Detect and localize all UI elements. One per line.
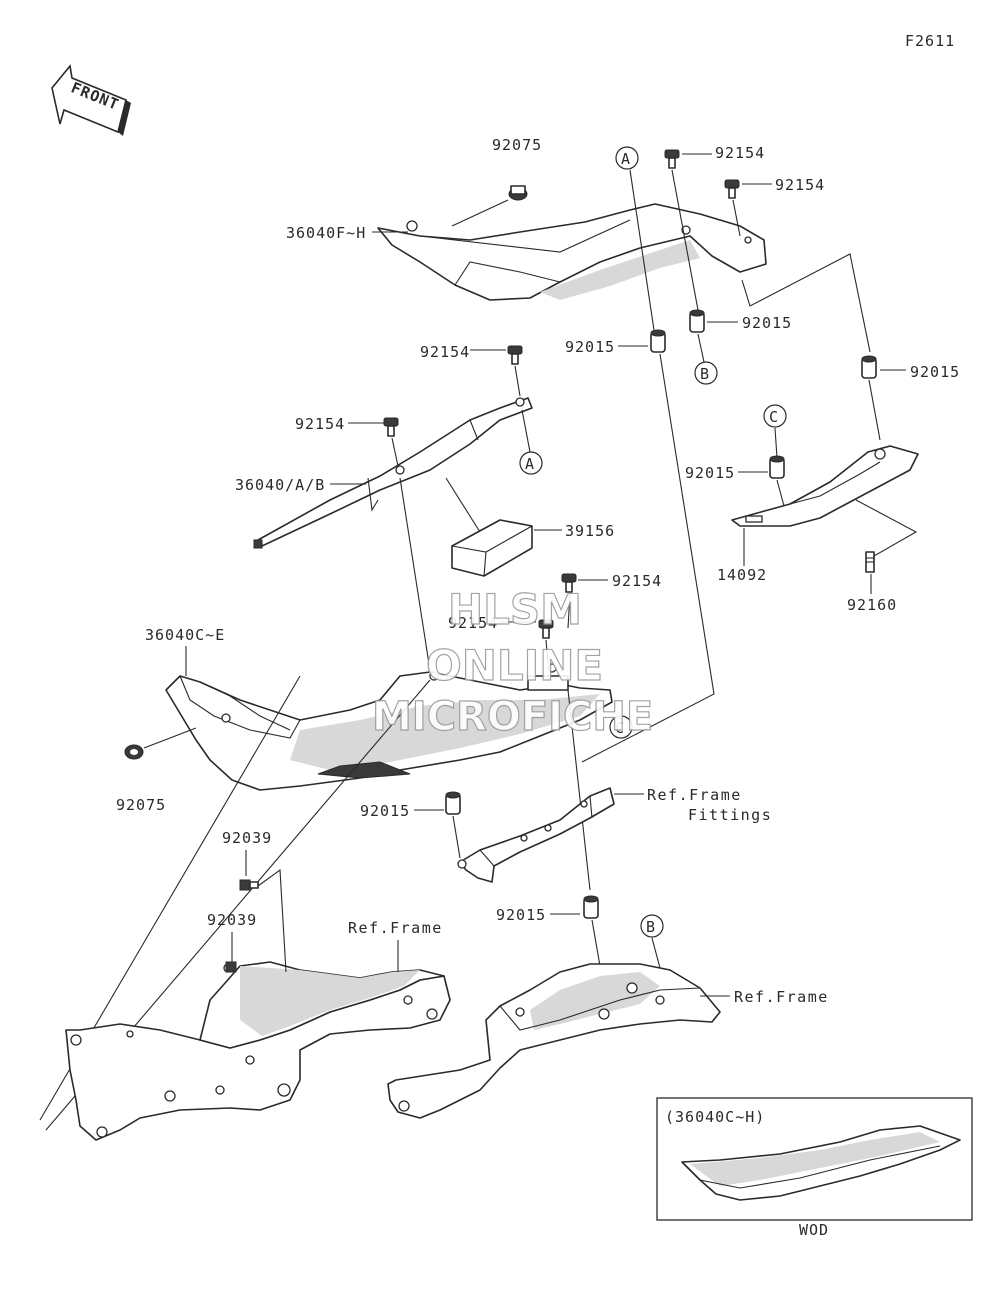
label-92015-b: 92015 xyxy=(742,314,792,332)
callout-c-right xyxy=(763,404,787,428)
front-arrow-icon: FRONT xyxy=(51,64,131,136)
side-cover-36040ce xyxy=(165,663,613,791)
watermark-line3: MICROFICHE xyxy=(372,694,653,740)
label-92075-top: 92075 xyxy=(492,136,542,154)
label-36040ab: 36040/A/B xyxy=(235,476,325,494)
label-92015-e: 92015 xyxy=(360,802,410,820)
label-14092: 14092 xyxy=(717,566,767,584)
bushing-92015-c xyxy=(861,355,877,379)
label-92154-c: 92154 xyxy=(420,343,470,361)
callout-b-lower-label: B xyxy=(646,918,656,936)
label-92015-d: 92015 xyxy=(685,464,735,482)
grommet-92075-top xyxy=(508,185,528,201)
bracket-36040ab xyxy=(253,397,533,549)
ref-frame-right: Ref.Frame xyxy=(734,988,829,1006)
label-92154-e: 92154 xyxy=(612,572,662,590)
bolt-92039-a xyxy=(239,879,259,891)
frame-fittings-bar xyxy=(457,787,615,883)
callout-c-right-label: C xyxy=(769,408,779,426)
ref-frame-left: Ref.Frame xyxy=(348,919,443,937)
bushing-92015-e xyxy=(445,791,461,815)
label-92154-f: 92154 xyxy=(448,614,498,632)
callout-c-mid xyxy=(609,715,633,739)
grommet-92075-side xyxy=(124,744,144,760)
watermark-line1: HLSM xyxy=(448,585,582,634)
label-92154-b: 92154 xyxy=(775,176,825,194)
callout-c-mid-label: C xyxy=(615,719,625,737)
callout-a-top-label: A xyxy=(621,150,631,168)
inset-caption: WOD xyxy=(799,1221,829,1239)
inset-box: (36040C~H) xyxy=(656,1097,973,1221)
sponge-39156 xyxy=(451,519,533,577)
label-92154-a: 92154 xyxy=(715,144,765,162)
inset-title: (36040C~H) xyxy=(665,1108,765,1126)
bushing-92015-b xyxy=(689,309,705,333)
bolt-92039-b xyxy=(225,961,237,973)
label-92160: 92160 xyxy=(847,596,897,614)
callout-b-top-label: B xyxy=(700,365,710,383)
callout-a-mid-label: A xyxy=(525,455,535,473)
label-92039-b: 92039 xyxy=(207,911,257,929)
screw-92154-d xyxy=(383,417,399,437)
tail-cover-upper-part xyxy=(377,203,767,301)
label-39156: 39156 xyxy=(565,522,615,540)
callout-a-top xyxy=(615,146,639,170)
bushing-92015-a xyxy=(650,329,666,353)
screw-92154-e xyxy=(561,573,577,593)
screw-92154-b xyxy=(724,179,740,199)
label-92015-a: 92015 xyxy=(565,338,615,356)
screw-92154-f xyxy=(538,619,554,639)
callout-b-lower xyxy=(640,914,664,938)
ref-frame-fittings-line1: Ref.Frame xyxy=(647,786,742,804)
watermark-line2: ONLINE xyxy=(426,641,603,690)
screw-92154-c xyxy=(507,345,523,365)
callout-a-mid xyxy=(519,451,543,475)
frame-right xyxy=(387,963,721,1119)
label-92039-a: 92039 xyxy=(222,829,272,847)
bushing-92015-f xyxy=(583,895,599,919)
label-92015-f: 92015 xyxy=(496,906,546,924)
ref-frame-fittings-line2: Fittings xyxy=(688,806,772,824)
bracket-14092 xyxy=(731,445,919,527)
figure-code: F2611 xyxy=(905,32,955,50)
label-92154-d: 92154 xyxy=(295,415,345,433)
label-92075-side: 92075 xyxy=(116,796,166,814)
frame-left xyxy=(65,961,451,1141)
label-36040ce: 36040C~E xyxy=(145,626,225,644)
pin-92160 xyxy=(865,551,875,573)
callout-b-top xyxy=(694,361,718,385)
bushing-92015-d xyxy=(769,455,785,479)
watermark: HLSM ONLINE MICROFICHE xyxy=(371,584,653,740)
label-92015-c: 92015 xyxy=(910,363,960,381)
screw-92154-a xyxy=(664,149,680,169)
label-36040fh: 36040F~H xyxy=(286,224,366,242)
